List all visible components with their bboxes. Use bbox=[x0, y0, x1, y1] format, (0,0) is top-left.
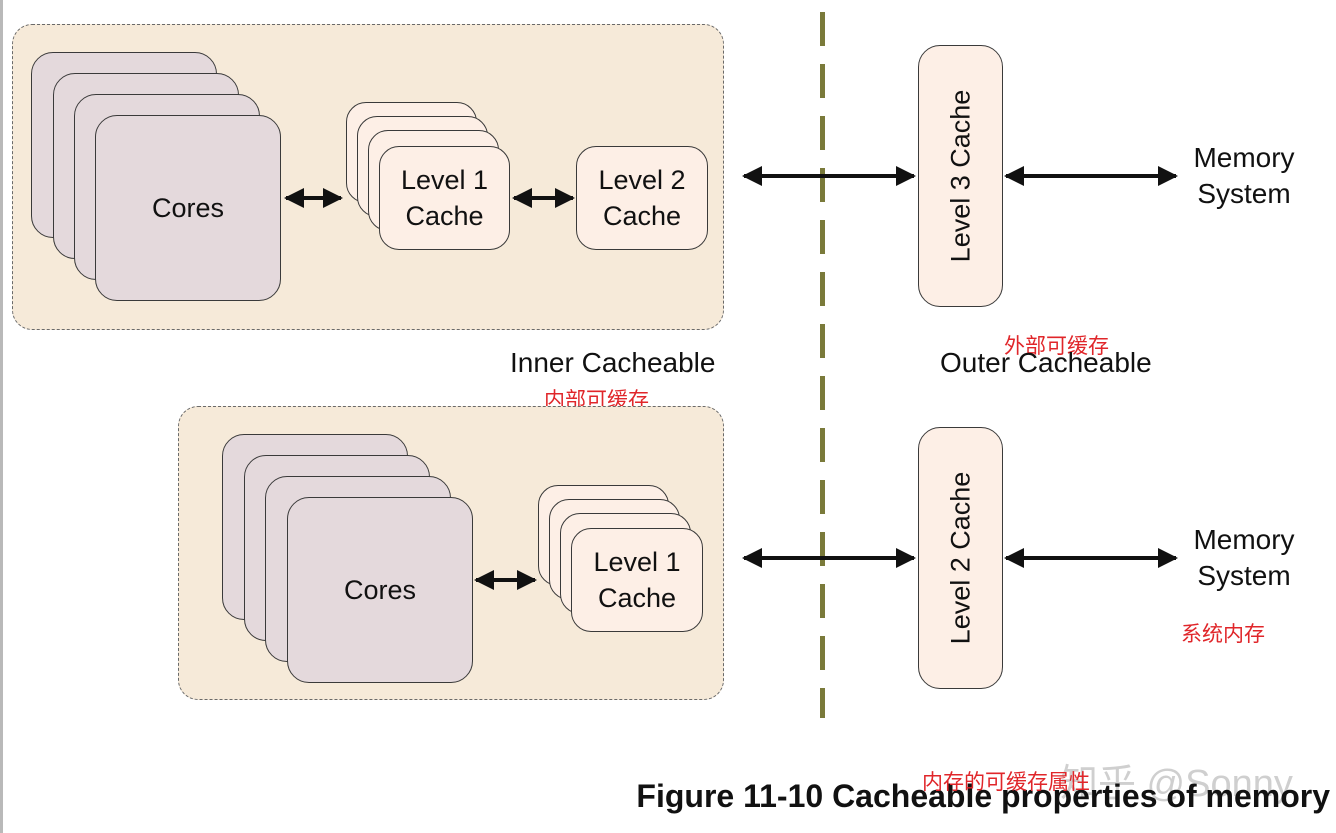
level2-cache-box: Level 2 Cache bbox=[918, 427, 1003, 689]
outer-cacheable-label: Outer Cacheable bbox=[940, 347, 1152, 378]
l1-cache-card bbox=[379, 146, 510, 250]
level3-cache-box: Level 3 Cache bbox=[918, 45, 1003, 307]
memory-system-label-bottom: Memory System bbox=[1193, 524, 1295, 591]
caption-cn-annotation: 内存的可缓存属性 bbox=[922, 771, 1090, 794]
core-card bbox=[287, 497, 473, 683]
page-left-edge bbox=[0, 0, 3, 833]
core-card bbox=[95, 115, 281, 301]
memory-system-label-top: Memory System bbox=[1193, 142, 1295, 209]
zhihu-watermark: 知乎 @Sonny bbox=[1060, 763, 1293, 805]
outer-cacheable-cn-label: 外部可缓存 bbox=[1004, 335, 1109, 358]
l1-cache-label: Level 1 Cache bbox=[593, 547, 681, 613]
figure-caption: Figure 11-10 Cacheable properties of mem… bbox=[636, 778, 1330, 814]
inner-cacheable-label: Inner Cacheable bbox=[510, 347, 716, 378]
cores-label: Cores bbox=[343, 575, 417, 605]
l1-cache-card bbox=[571, 528, 703, 632]
l2-cache-label: Level 2 Cache bbox=[598, 165, 686, 231]
l2-cache-box bbox=[576, 146, 708, 250]
inner-outer-divider bbox=[820, 12, 825, 718]
cores-label: Cores bbox=[151, 193, 225, 223]
l1-cache-label: Level 1 Cache bbox=[400, 165, 489, 231]
memory-system-cn-label: 系统内存 bbox=[1181, 623, 1265, 646]
